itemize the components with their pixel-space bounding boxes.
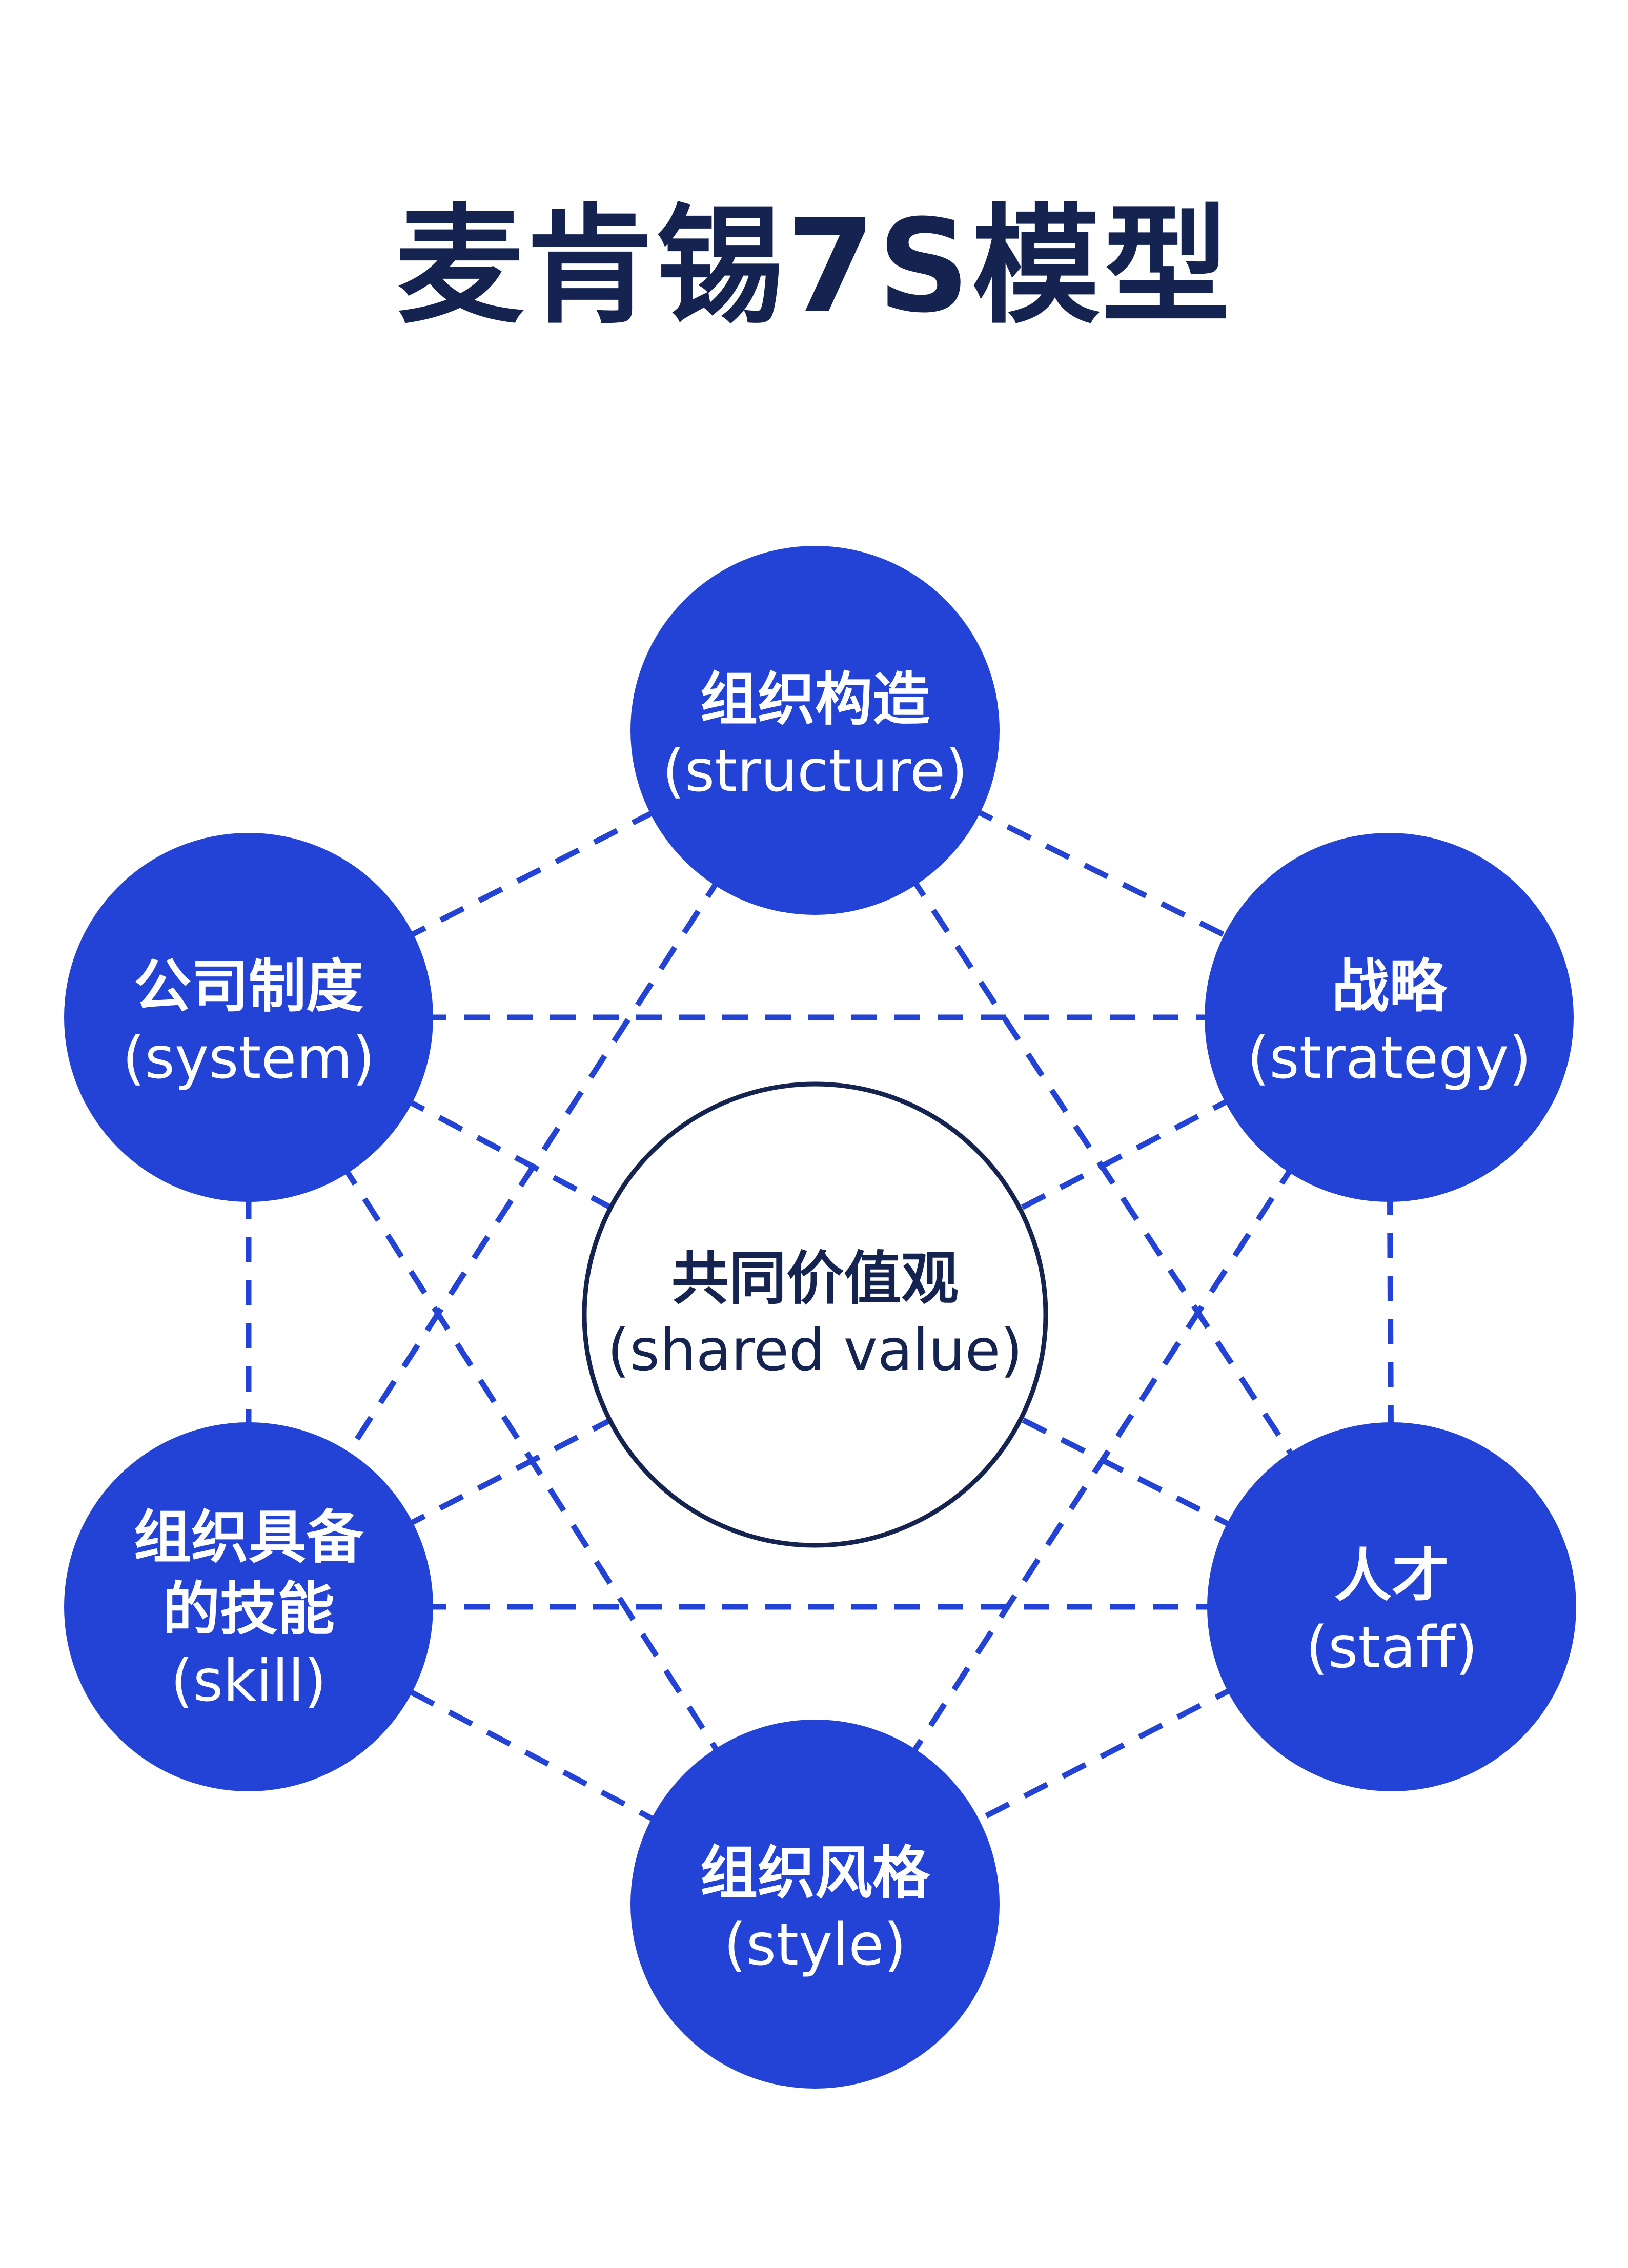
strategy-label-en: (strategy) [1247,1025,1532,1092]
center-circle [582,1081,1048,1548]
node-staff [1207,1422,1576,1791]
structure-label-en: (structure) [662,738,968,805]
center-label-zh: 共同价值观 [671,1245,959,1312]
strategy-label-zh: 战略 [1332,953,1447,1020]
staff-label: 人才 (staff) [1212,1540,1571,1684]
node-strategy [1205,833,1574,1202]
system-label-en: (system) [122,1025,375,1092]
center-label-en: (shared value) [607,1317,1023,1384]
strategy-label: 战略 (strategy) [1210,951,1569,1094]
staff-label-zh: 人才 [1334,1543,1449,1609]
center-label: 共同价值观 (shared value) [589,1243,1041,1386]
skill-label-zh-line1: 组织具备 [134,1504,363,1571]
skill-label-zh-line2: 的技能 [162,1576,335,1643]
skill-label: 组织具备 的技能 (skill) [69,1502,428,1717]
style-label-zh: 组织风格 [700,1840,930,1907]
node-skill [64,1422,433,1791]
node-system [64,833,433,1202]
node-style [630,1720,1000,2089]
skill-label-en: (skill) [171,1648,327,1714]
node-structure [630,546,1000,915]
page-title: 麦肯锡7S模型 [395,192,1232,341]
style-label-en: (style) [724,1912,906,1978]
structure-label-zh: 组织构造 [700,666,930,733]
system-label: 公司制度 (system) [69,951,428,1094]
structure-label: 组织构造 (structure) [636,664,994,807]
style-label: 组织风格 (style) [636,1837,994,1981]
staff-label-en: (staff) [1306,1615,1478,1681]
system-label-zh: 公司制度 [134,953,363,1020]
